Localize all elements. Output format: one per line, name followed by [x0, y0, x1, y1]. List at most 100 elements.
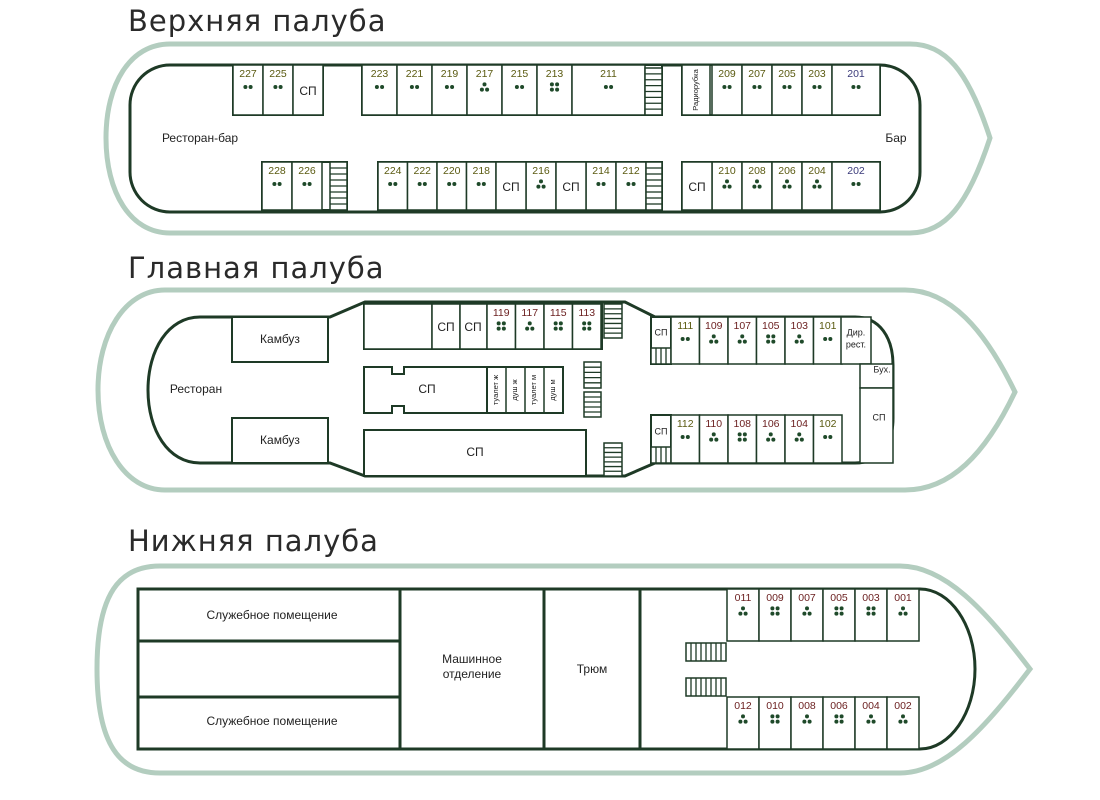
cabin-110[interactable]: 110 — [698, 414, 729, 464]
radio-room-label: Радиорубка — [691, 68, 700, 110]
cabin-112[interactable]: 112 — [670, 414, 701, 464]
cabin-107[interactable]: 107 — [727, 316, 758, 365]
cabin-005[interactable]: 005 — [822, 588, 856, 642]
upper-top-sp-room — [292, 64, 324, 116]
cabin-119[interactable]: 119 — [486, 303, 517, 350]
cabin-209[interactable]: 209 — [711, 64, 743, 116]
cabin-109[interactable]: 109 — [698, 316, 729, 365]
cabin-number: 226 — [298, 165, 316, 177]
cabin-211[interactable]: 211 — [571, 64, 646, 116]
berth-dot — [737, 437, 742, 442]
cabin-224[interactable]: 224 — [377, 161, 409, 211]
cabin-number: 111 — [677, 320, 693, 332]
cabin-204[interactable]: 204 — [801, 161, 833, 211]
cabin-210[interactable]: 210 — [711, 161, 743, 211]
cabin-216[interactable]: 216 — [525, 161, 557, 211]
cabin-201[interactable]: 201 — [831, 64, 881, 116]
berth-dot — [815, 179, 819, 184]
berth-dot — [626, 182, 631, 186]
cabin-222[interactable]: 222 — [406, 161, 438, 211]
berth-dot — [631, 182, 636, 186]
berth-dot — [737, 339, 742, 344]
cabin-208[interactable]: 208 — [741, 161, 773, 211]
berth-dot — [741, 606, 745, 611]
cabin-006[interactable]: 006 — [822, 696, 856, 750]
berth-dot — [807, 611, 812, 616]
cabin-number: 101 — [819, 320, 837, 332]
cabin-202[interactable]: 202 — [831, 161, 881, 211]
cabin-101[interactable]: 101 — [812, 316, 843, 365]
cabin-223[interactable]: 223 — [361, 64, 398, 116]
berth-dot — [856, 85, 861, 89]
cabin-008[interactable]: 008 — [790, 696, 824, 750]
cabin-213[interactable]: 213 — [536, 64, 573, 116]
cabin-105[interactable]: 105 — [755, 316, 786, 365]
cabin-215[interactable]: 215 — [501, 64, 538, 116]
berth-dot — [248, 85, 253, 89]
cabin-221[interactable]: 221 — [396, 64, 433, 116]
cabin-117[interactable]: 117 — [514, 303, 545, 350]
cabin-number: 005 — [830, 592, 848, 604]
cabin-108[interactable]: 108 — [727, 414, 758, 464]
cabin-228[interactable]: 228 — [261, 161, 293, 211]
cabin-011[interactable]: 011 — [726, 588, 760, 642]
cabin-number: 119 — [493, 307, 510, 319]
cabin-room — [465, 161, 497, 211]
berth-dot — [444, 85, 449, 89]
cabin-219[interactable]: 219 — [431, 64, 468, 116]
main-top-sp-label-1: СП — [437, 320, 454, 334]
cabin-205[interactable]: 205 — [771, 64, 803, 116]
cabin-106[interactable]: 106 — [755, 414, 786, 464]
cabin-206[interactable]: 206 — [771, 161, 803, 211]
berth-dot — [393, 182, 398, 186]
berth-dot — [447, 182, 452, 186]
cabin-room — [514, 303, 545, 350]
cabin-102[interactable]: 102 — [812, 414, 843, 464]
cabin-115[interactable]: 115 — [543, 303, 574, 350]
cabin-room — [831, 64, 881, 116]
cabin-012[interactable]: 012 — [726, 696, 760, 750]
cabin-number: 211 — [600, 68, 617, 80]
berth-dot — [817, 184, 822, 189]
cabin-203[interactable]: 203 — [801, 64, 833, 116]
berth-dot — [479, 87, 484, 92]
cabin-room — [854, 588, 888, 642]
cabin-227[interactable]: 227 — [232, 64, 264, 116]
berth-dot — [307, 182, 312, 186]
berth-dot — [738, 611, 743, 616]
cabin-212[interactable]: 212 — [615, 161, 647, 211]
galley-top — [231, 316, 329, 363]
berth-dot — [869, 714, 873, 719]
berth-dot — [243, 85, 248, 89]
berth-dot — [541, 184, 546, 189]
cabin-104[interactable]: 104 — [784, 414, 815, 464]
berth-dot — [553, 321, 558, 326]
cabin-009[interactable]: 009 — [758, 588, 792, 642]
cabin-002[interactable]: 002 — [886, 696, 920, 750]
cabin-220[interactable]: 220 — [436, 161, 468, 211]
cabin-113[interactable]: 113 — [571, 303, 602, 350]
cabin-number: 228 — [268, 165, 286, 177]
cabin-207[interactable]: 207 — [741, 64, 773, 116]
berth-dot — [587, 321, 592, 326]
toilet-m-label: туалет м — [529, 375, 538, 405]
cabin-007[interactable]: 007 — [790, 588, 824, 642]
cabin-226[interactable]: 226 — [291, 161, 323, 211]
cabin-004[interactable]: 004 — [854, 696, 888, 750]
cabin-room — [466, 64, 503, 116]
cabin-214[interactable]: 214 — [585, 161, 617, 211]
cabin-003[interactable]: 003 — [854, 588, 888, 642]
berth-dot — [823, 337, 828, 341]
berth-dot — [711, 334, 716, 339]
cabin-111[interactable]: 111 — [670, 316, 701, 365]
cabin-number: 004 — [862, 700, 880, 712]
cabin-001[interactable]: 001 — [886, 588, 920, 642]
main-stairs-mid-1 — [583, 361, 602, 389]
cabin-217[interactable]: 217 — [466, 64, 503, 116]
cabin-103[interactable]: 103 — [784, 316, 815, 365]
cabin-218[interactable]: 218 — [465, 161, 497, 211]
cabin-010[interactable]: 010 — [758, 696, 792, 750]
berth-dot — [741, 714, 745, 719]
berth-dot — [752, 184, 757, 189]
cabin-225[interactable]: 225 — [262, 64, 294, 116]
